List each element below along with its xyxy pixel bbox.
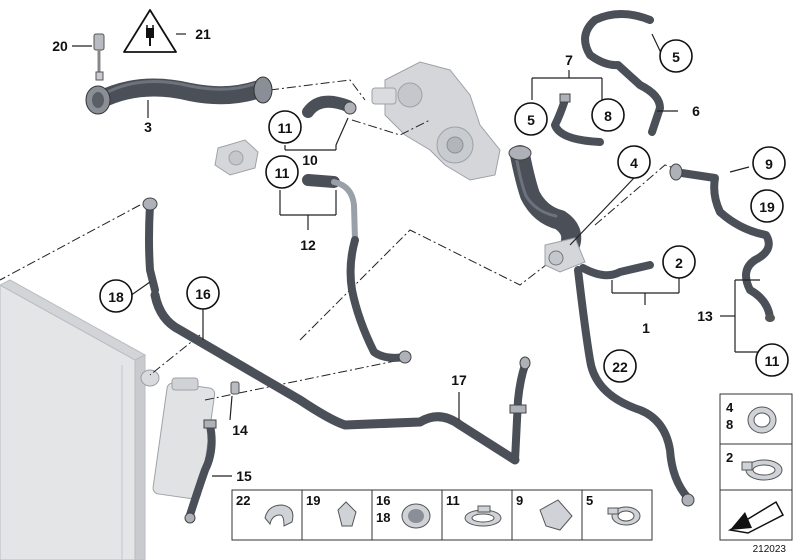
callout-5: 5 bbox=[659, 39, 693, 73]
callout-9: 9 bbox=[752, 146, 786, 180]
hose-16-17 bbox=[150, 290, 531, 465]
callout-18: 18 bbox=[99, 279, 133, 313]
clip-9-icon bbox=[539, 499, 573, 531]
label-14: 14 bbox=[232, 422, 248, 438]
callout-19: 19 bbox=[750, 189, 784, 223]
svg-text:19: 19 bbox=[759, 199, 775, 215]
legend-bottom-label-5: 5 bbox=[586, 493, 593, 508]
clamp-4-8-icon bbox=[747, 406, 777, 434]
hose-12 bbox=[302, 174, 412, 364]
clip-16-18-icon bbox=[401, 503, 431, 529]
label-17: 17 bbox=[451, 372, 467, 388]
oil-cooler bbox=[152, 377, 216, 500]
svg-text:18: 18 bbox=[108, 289, 124, 305]
callout-16: 16 bbox=[186, 276, 220, 310]
direction-arrow-icon bbox=[727, 500, 785, 534]
clip-19-icon bbox=[337, 501, 357, 527]
svg-text:5: 5 bbox=[527, 112, 535, 128]
legend-bottom-label-1: 19 bbox=[306, 493, 320, 508]
hose-2 bbox=[579, 261, 654, 280]
svg-text:4: 4 bbox=[630, 155, 638, 171]
label-7: 7 bbox=[565, 52, 573, 68]
label-20: 20 bbox=[52, 38, 68, 54]
hose-15 bbox=[184, 419, 217, 524]
label-1: 1 bbox=[642, 320, 650, 336]
svg-text:5: 5 bbox=[672, 49, 680, 65]
hose-22 bbox=[574, 266, 695, 507]
hose-13 bbox=[669, 163, 775, 322]
central-connector bbox=[544, 237, 586, 273]
label-15: 15 bbox=[236, 468, 252, 484]
svg-text:2: 2 bbox=[675, 255, 683, 271]
warning-triangle-icon bbox=[123, 9, 177, 53]
label-3: 3 bbox=[144, 119, 152, 135]
clip-22-icon bbox=[264, 504, 294, 527]
temperature-sensor bbox=[93, 33, 105, 81]
hose-7-bracket bbox=[551, 93, 604, 146]
drawing-number: 212023 bbox=[753, 544, 787, 555]
legend-right-label-1: 2 bbox=[726, 450, 733, 465]
water-pump bbox=[371, 61, 501, 181]
legend-bottom-label-0: 22 bbox=[236, 493, 250, 508]
legend-bottom-label-4: 9 bbox=[516, 493, 523, 508]
callout-5: 5 bbox=[514, 102, 548, 136]
callout-11: 11 bbox=[265, 155, 299, 189]
label-21: 21 bbox=[195, 26, 211, 42]
svg-text:8: 8 bbox=[604, 108, 612, 124]
svg-text:11: 11 bbox=[765, 353, 780, 369]
callout-11: 11 bbox=[268, 110, 302, 144]
label-13: 13 bbox=[697, 308, 713, 324]
svg-text:22: 22 bbox=[612, 359, 628, 375]
callout-4: 4 bbox=[617, 145, 651, 179]
svg-text:9: 9 bbox=[765, 156, 773, 172]
hose-3 bbox=[85, 76, 273, 115]
hose-18 bbox=[142, 197, 159, 294]
callout-22: 22 bbox=[603, 349, 637, 383]
clamp-2-icon bbox=[741, 459, 783, 481]
label-10: 10 bbox=[302, 152, 318, 168]
svg-text:16: 16 bbox=[195, 286, 211, 302]
legend-bottom-label-3: 11 bbox=[446, 493, 460, 508]
radiator bbox=[0, 279, 160, 560]
clip-11-icon bbox=[464, 505, 502, 527]
label-12: 12 bbox=[300, 237, 316, 253]
callout-8: 8 bbox=[591, 98, 625, 132]
svg-text:11: 11 bbox=[278, 120, 293, 136]
hose-4 bbox=[508, 145, 582, 255]
callout-2: 2 bbox=[662, 245, 696, 279]
hose-5-upper bbox=[581, 10, 664, 136]
svg-text:11: 11 bbox=[275, 165, 290, 181]
hose-10 bbox=[302, 95, 357, 118]
bolt-14 bbox=[230, 381, 240, 395]
clip-5-icon bbox=[607, 506, 641, 526]
leader-lines bbox=[72, 33, 760, 477]
callout-11: 11 bbox=[755, 343, 789, 377]
label-6: 6 bbox=[692, 103, 700, 119]
thermostat-housing bbox=[214, 139, 259, 176]
